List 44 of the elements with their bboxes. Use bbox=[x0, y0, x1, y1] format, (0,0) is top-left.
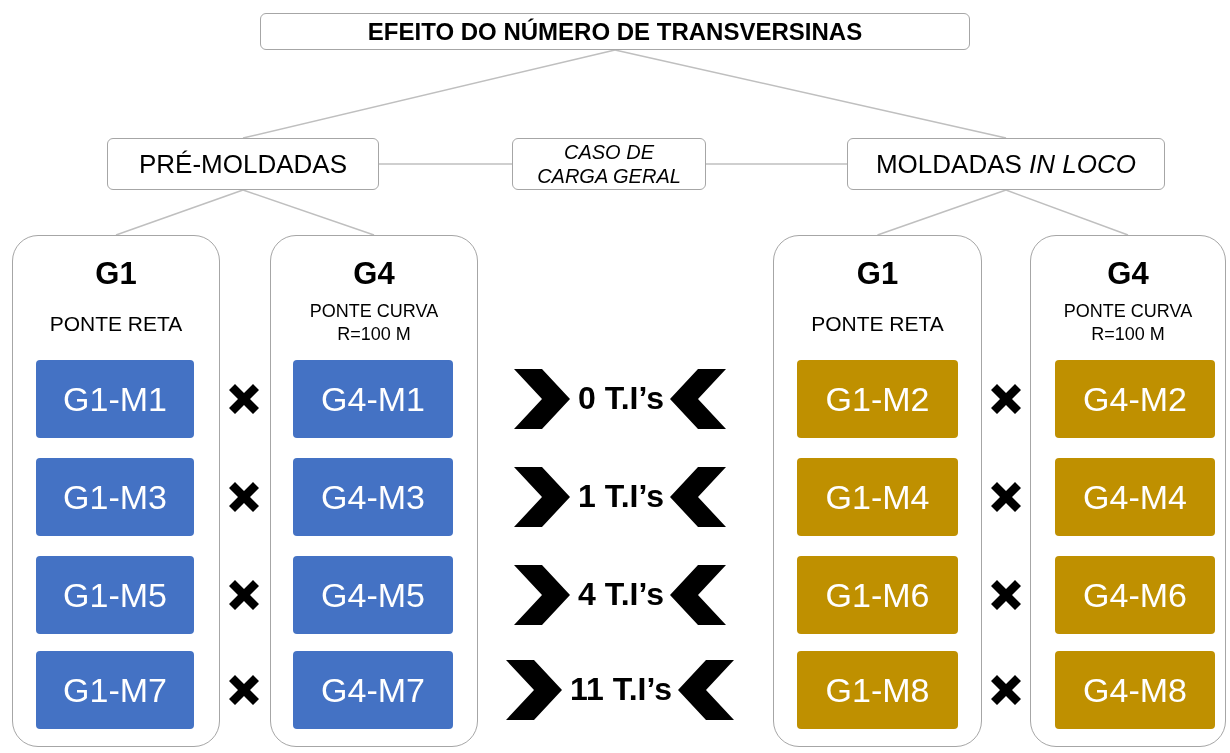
model-box: G4-M3 bbox=[293, 458, 453, 536]
connector-line bbox=[242, 49, 616, 139]
group-heading: G4 bbox=[352, 256, 396, 292]
group-heading: G1 bbox=[855, 256, 900, 292]
model-box: G4-M4 bbox=[1055, 458, 1215, 536]
group-heading: G4 bbox=[1106, 256, 1150, 292]
bridge-group-panel bbox=[270, 235, 478, 747]
transverse-count-label: 11 T.I’s bbox=[570, 671, 672, 708]
model-box: G1-M6 bbox=[797, 556, 958, 634]
group-heading: G1 bbox=[94, 256, 138, 292]
model-box: G4-M2 bbox=[1055, 360, 1215, 438]
connector-line bbox=[614, 49, 1007, 139]
model-box: G1-M7 bbox=[36, 651, 194, 729]
model-box: G1-M4 bbox=[797, 458, 958, 536]
bridge-group-panel bbox=[1030, 235, 1226, 747]
connector-line bbox=[1005, 189, 1129, 236]
connector-line bbox=[242, 189, 375, 236]
connector-line bbox=[115, 189, 244, 236]
model-box: G4-M7 bbox=[293, 651, 453, 729]
model-box: G1-M2 bbox=[797, 360, 958, 438]
model-box: G1-M8 bbox=[797, 651, 958, 729]
connector-line bbox=[876, 189, 1007, 236]
connector-line bbox=[378, 163, 513, 165]
bridge-description: PONTE CURVA R=100 M bbox=[308, 300, 440, 347]
transverse-count-label: 0 T.I’s bbox=[578, 380, 664, 417]
category-box: MOLDADAS IN LOCO bbox=[847, 138, 1165, 190]
model-box: G1-M3 bbox=[36, 458, 194, 536]
bridge-description: PONTE RETA bbox=[48, 311, 184, 337]
transverse-count-label: 1 T.I’s bbox=[578, 478, 664, 515]
bridge-group-panel bbox=[773, 235, 982, 747]
transverse-count-label: 4 T.I’s bbox=[578, 576, 664, 613]
bridge-description: PONTE RETA bbox=[810, 311, 945, 337]
model-box: G1-M1 bbox=[36, 360, 194, 438]
load-case-box: CASO DE CARGA GERAL bbox=[512, 138, 706, 190]
model-box: G4-M1 bbox=[293, 360, 453, 438]
bridge-description: PONTE CURVA R=100 M bbox=[1062, 300, 1194, 347]
title-box: EFEITO DO NÚMERO DE TRANSVERSINAS bbox=[260, 13, 970, 50]
model-box: G4-M6 bbox=[1055, 556, 1215, 634]
category-box: PRÉ-MOLDADAS bbox=[107, 138, 379, 190]
model-box: G4-M5 bbox=[293, 556, 453, 634]
bridge-group-panel bbox=[12, 235, 220, 747]
model-box: G4-M8 bbox=[1055, 651, 1215, 729]
model-box: G1-M5 bbox=[36, 556, 194, 634]
connector-line bbox=[705, 163, 848, 165]
